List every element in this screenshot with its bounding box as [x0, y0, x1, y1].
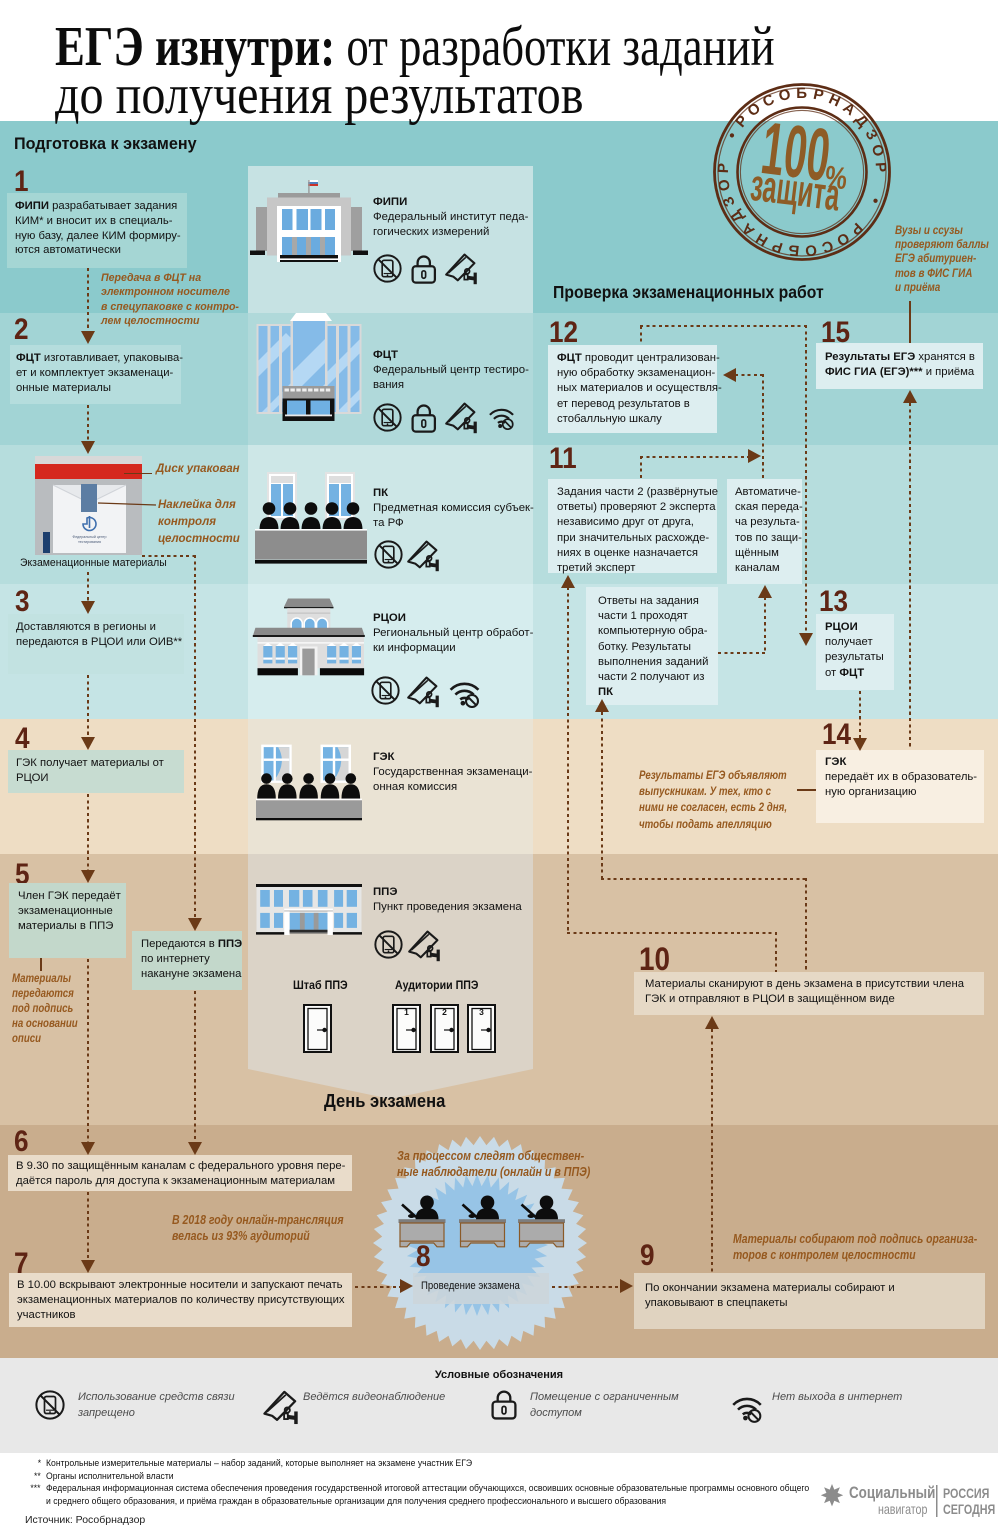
svg-text:З: З — [861, 127, 880, 143]
svg-text:Р: Р — [847, 219, 866, 238]
svg-text:•: • — [724, 129, 742, 142]
svg-text:РОССИЯ: РОССИЯ — [943, 1486, 989, 1502]
svg-text:100: 100 — [757, 106, 835, 197]
svg-text:О: О — [868, 143, 888, 159]
svg-text:защита: защита — [748, 159, 843, 220]
svg-text:Б: Б — [796, 85, 807, 102]
svg-text:З: З — [720, 194, 739, 209]
svg-text:2: 2 — [442, 1007, 447, 1017]
svg-text:Р: Р — [872, 162, 890, 173]
svg-text:навигатор: навигатор — [878, 1502, 928, 1518]
svg-text:тестирования: тестирования — [78, 540, 101, 544]
svg-text:Р: Р — [732, 112, 751, 131]
svg-text:%: % — [823, 159, 849, 196]
svg-text:Социальный: Социальный — [849, 1484, 935, 1503]
svg-text:О: О — [804, 241, 818, 259]
svg-text:О: О — [777, 86, 792, 105]
svg-text:Н: Н — [753, 229, 771, 249]
svg-text:•: • — [866, 195, 884, 206]
svg-text:1: 1 — [404, 1007, 409, 1017]
svg-text:Б: Б — [787, 241, 800, 259]
svg-text:3: 3 — [479, 1007, 484, 1017]
svg-text:Р: Р — [715, 163, 732, 174]
svg-text:Федеральный центр: Федеральный центр — [73, 535, 107, 539]
svg-text:О: О — [715, 178, 734, 193]
svg-text:Н: Н — [826, 91, 843, 111]
svg-text:Р: Р — [812, 86, 825, 105]
svg-text:СЕГОДНЯ: СЕГОДНЯ — [943, 1502, 995, 1518]
